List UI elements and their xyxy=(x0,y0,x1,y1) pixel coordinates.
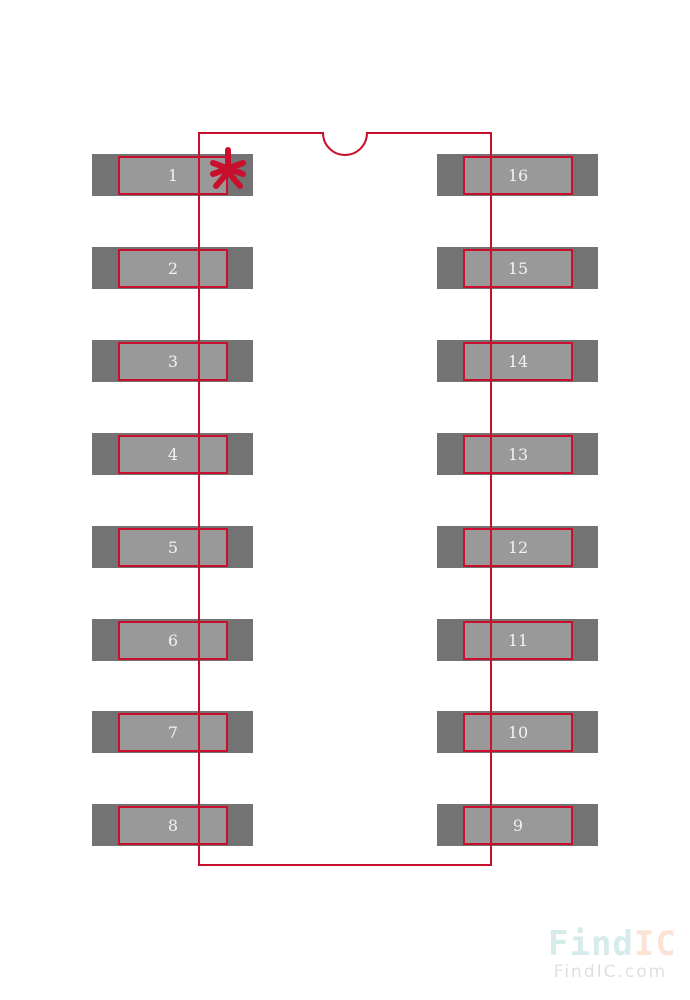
pin-number-label: 7 xyxy=(167,723,179,743)
pin-pad: 6 xyxy=(92,618,253,661)
pin-pad-copper: 12 xyxy=(463,527,573,567)
pin-number-label: 4 xyxy=(167,444,179,464)
pin-pad: 5 xyxy=(92,525,253,568)
pin-pad-copper: 8 xyxy=(118,806,228,846)
pin-number-label: 12 xyxy=(507,537,529,557)
pin-pad: 14 xyxy=(437,339,598,382)
pin-pad: 11 xyxy=(437,618,598,661)
pin-pad-copper: 16 xyxy=(463,156,573,195)
pin-pad: 3 xyxy=(92,339,253,382)
pin-pad: 2 xyxy=(92,246,253,289)
pin-number-label: 2 xyxy=(167,258,179,278)
pin-pad: 7 xyxy=(92,711,253,754)
pin-pad-copper: 3 xyxy=(118,341,228,381)
pin-pad-copper: 15 xyxy=(463,248,573,288)
watermark-brand-find: Find xyxy=(548,924,634,964)
pin-pad: 9 xyxy=(437,804,598,847)
pin-pad-copper: 7 xyxy=(118,713,228,753)
pin-pad: 10 xyxy=(437,711,598,754)
pin-number-label: 6 xyxy=(167,630,179,650)
pin-number-label: 3 xyxy=(167,351,179,371)
pin-pad: 4 xyxy=(92,432,253,475)
watermark-brand-ic: IC xyxy=(633,924,677,964)
pin-number-label: 16 xyxy=(507,166,529,185)
pin-number-label: 1 xyxy=(167,166,179,185)
pin-number-label: 10 xyxy=(507,723,529,743)
findic-watermark: FindIC FindIC.com xyxy=(548,924,676,982)
pin-pad-copper: 2 xyxy=(118,248,228,288)
pin-pad-copper: 13 xyxy=(463,434,573,474)
pin-pad-copper: 6 xyxy=(118,620,228,660)
pin-number-label: 14 xyxy=(507,351,529,371)
pin-number-label: 5 xyxy=(167,537,179,557)
watermark-site: FindIC.com xyxy=(553,962,668,982)
pin1-asterisk-icon xyxy=(210,147,246,189)
pin-pad: 15 xyxy=(437,246,598,289)
pin-number-label: 15 xyxy=(507,258,529,278)
pin-number-label: 8 xyxy=(167,816,179,836)
pin-number-label: 11 xyxy=(507,630,529,650)
pin-pad-copper: 1 xyxy=(118,156,228,195)
pin-pad-copper: 5 xyxy=(118,527,228,567)
pin-pad: 8 xyxy=(92,804,253,847)
pin-pad: 13 xyxy=(437,432,598,475)
pin-pad-copper: 11 xyxy=(463,620,573,660)
pin-pad-copper: 14 xyxy=(463,341,573,381)
pin-pad: 12 xyxy=(437,525,598,568)
pin-pad-copper: 10 xyxy=(463,713,573,753)
pin-number-label: 9 xyxy=(512,816,524,836)
pin-pad-copper: 9 xyxy=(463,806,573,846)
pin-number-label: 13 xyxy=(507,444,529,464)
pin-pad-copper: 4 xyxy=(118,434,228,474)
pin-pad: 16 xyxy=(437,154,598,196)
